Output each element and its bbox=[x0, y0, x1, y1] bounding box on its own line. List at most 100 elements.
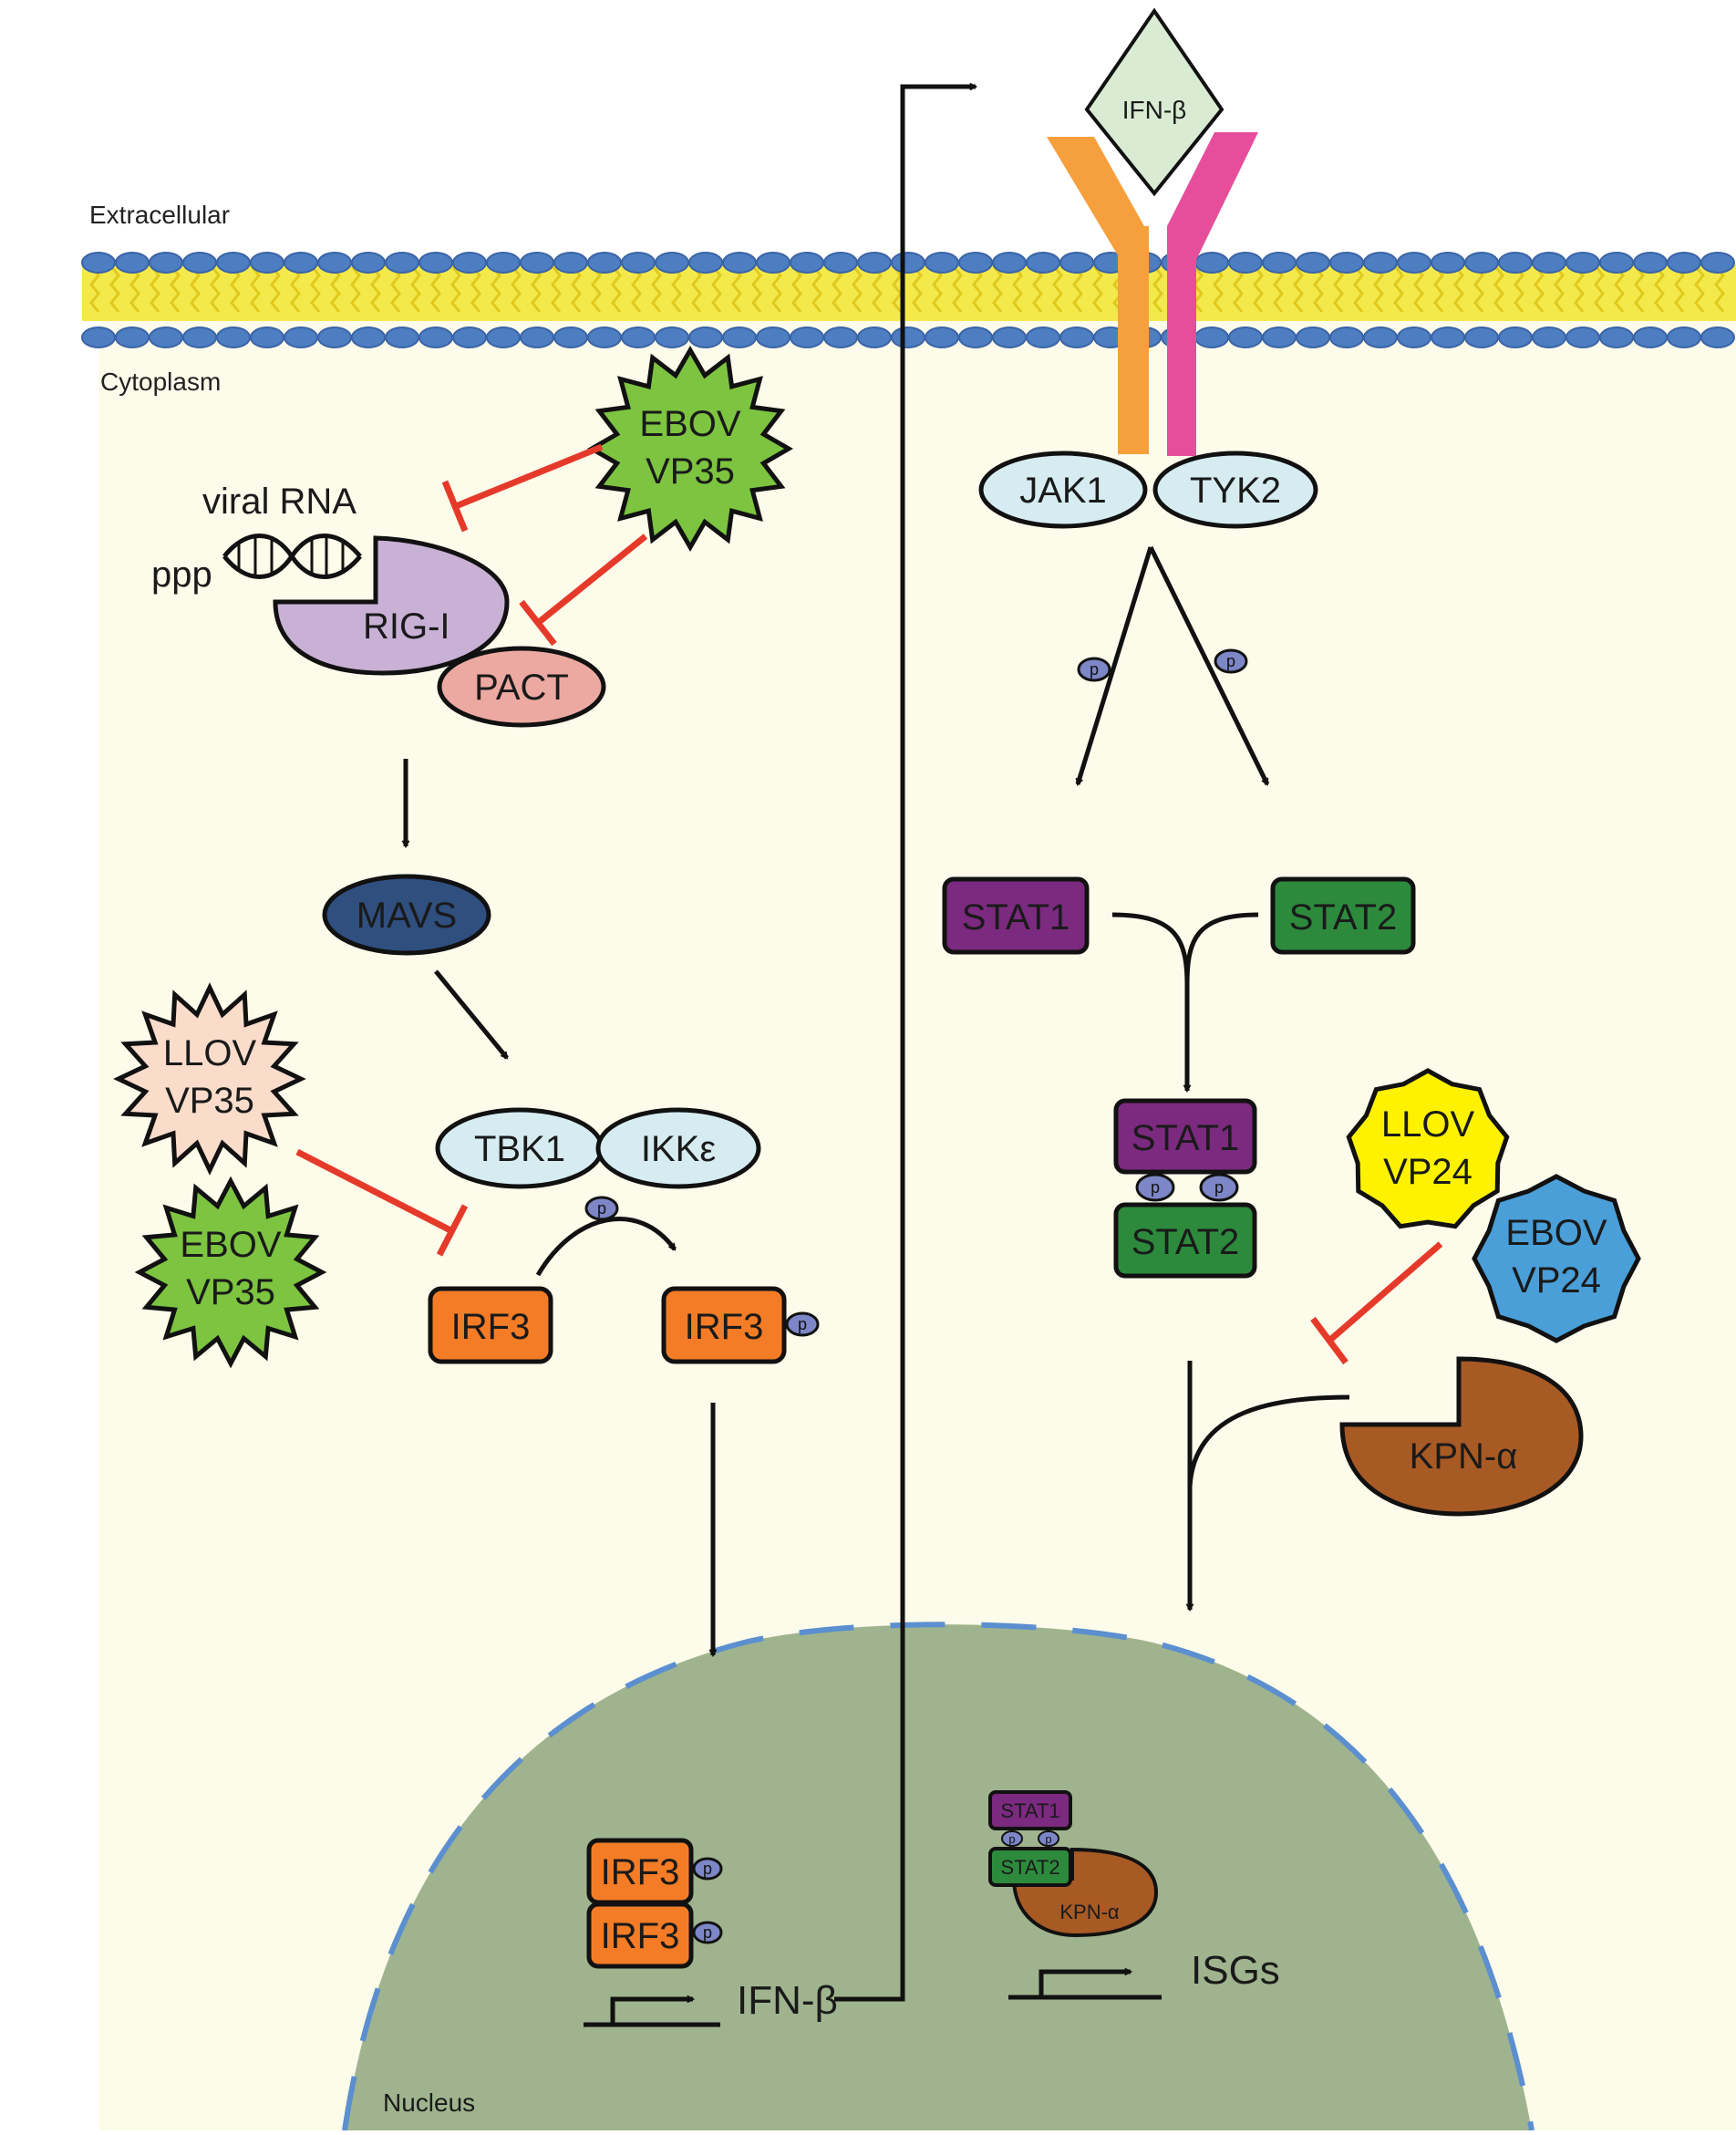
llov-vp35-line1: LLOV bbox=[163, 1033, 257, 1073]
inhibition-vp24-kpn bbox=[1310, 1241, 1443, 1365]
nucleus-label: Nucleus bbox=[383, 2088, 475, 2117]
ifn-receptor bbox=[1047, 132, 1258, 456]
arrow-mavs-to-tbk1 bbox=[434, 969, 509, 1058]
ppp-label: ppp bbox=[151, 554, 212, 595]
stat1-nuclear-label: STAT1 bbox=[1000, 1799, 1059, 1822]
nuclear-envelope bbox=[342, 1622, 1534, 2131]
svg-text:p: p bbox=[597, 1199, 606, 1218]
arrow-stat-dimerization bbox=[1111, 912, 1259, 1091]
inhibition-vp35-pact bbox=[519, 534, 648, 647]
ebov-vp24-line2: VP24 bbox=[1512, 1260, 1601, 1301]
ebov-vp35-top-line2: VP35 bbox=[646, 451, 735, 492]
svg-text:p: p bbox=[798, 1315, 807, 1333]
irf3-protein-left bbox=[428, 1286, 553, 1364]
cell-membrane bbox=[81, 252, 1736, 348]
phospho-marker-right-arrow: p bbox=[1214, 648, 1248, 674]
irf3-label-left: IRF3 bbox=[451, 1307, 531, 1347]
tyk2-protein bbox=[1152, 451, 1318, 529]
ifn-beta-ligand-label: IFN-β bbox=[1122, 96, 1187, 124]
kpn-alpha-protein bbox=[1339, 1356, 1584, 1517]
stat1-label: STAT1 bbox=[962, 897, 1070, 938]
inhibition-vp35-rna bbox=[441, 443, 604, 533]
llov-vp24-badge bbox=[1346, 1068, 1510, 1229]
svg-text:p: p bbox=[1008, 1832, 1015, 1846]
irf3-dimer-bottom-label: IRF3 bbox=[601, 1916, 680, 1956]
ifn-beta-ligand bbox=[1084, 7, 1224, 197]
phospho-marker-nuclear-left: p bbox=[1001, 1830, 1023, 1847]
stat2-dimer bbox=[1113, 1202, 1257, 1279]
viral-rna-label: viral RNA bbox=[202, 482, 356, 522]
pact-label: PACT bbox=[474, 668, 569, 708]
stat2-dimer-label: STAT2 bbox=[1132, 1222, 1240, 1262]
irf3-label-right: IRF3 bbox=[685, 1307, 764, 1347]
inhibition-vp35-irf3 bbox=[295, 1148, 469, 1257]
stat1-dimer bbox=[1113, 1098, 1257, 1175]
ifn-beta-gene-label: IFN-β bbox=[737, 1978, 838, 2023]
svg-text:p: p bbox=[1045, 1832, 1051, 1846]
mavs-label: MAVS bbox=[356, 896, 457, 936]
ebov-vp35-bottom-line2: VP35 bbox=[186, 1272, 275, 1312]
llov-vp35-line2: VP35 bbox=[165, 1081, 254, 1121]
stat2-nuclear bbox=[988, 1847, 1072, 1887]
phospho-marker-dimer-top: p bbox=[692, 1857, 723, 1881]
phospho-marker-tbk1: p bbox=[584, 1196, 619, 1221]
ebov-vp35-bottom-line1: EBOV bbox=[180, 1225, 281, 1265]
ebov-vp24-line1: EBOV bbox=[1505, 1213, 1607, 1253]
phospho-marker-stat-right: p bbox=[1199, 1173, 1239, 1202]
extracellular-background bbox=[0, 0, 1736, 237]
nucleus bbox=[345, 1624, 1532, 2130]
extracellular-label: Extracellular bbox=[89, 201, 230, 229]
rig-i-label: RIG-I bbox=[363, 606, 450, 647]
tyk2-label: TYK2 bbox=[1190, 471, 1281, 511]
ebov-vp35-top-line1: EBOV bbox=[639, 404, 740, 444]
phospho-marker-dimer-bottom: p bbox=[692, 1921, 723, 1944]
svg-text:p: p bbox=[1090, 660, 1099, 679]
ifn-beta-gene-promoter-icon bbox=[584, 1999, 720, 2027]
llov-vp24-line2: VP24 bbox=[1383, 1152, 1472, 1192]
stat1-protein bbox=[942, 876, 1090, 955]
svg-text:p: p bbox=[1226, 652, 1235, 670]
stat2-protein bbox=[1270, 876, 1416, 955]
svg-text:p: p bbox=[1214, 1178, 1224, 1197]
irf3-protein-right bbox=[661, 1286, 787, 1364]
arrow-irf3-phosphorylation bbox=[535, 1217, 677, 1277]
svg-text:p: p bbox=[703, 1923, 712, 1942]
jak1-protein bbox=[978, 451, 1148, 529]
viral-rna-helix-icon bbox=[222, 534, 362, 579]
kpn-alpha-label: KPN-α bbox=[1410, 1436, 1518, 1477]
svg-text:p: p bbox=[703, 1860, 712, 1878]
ebov-vp35-top-star bbox=[587, 346, 793, 552]
kpn-alpha-nuclear-label: KPN-α bbox=[1059, 1901, 1120, 1923]
cytoplasm-label: Cytoplasm bbox=[100, 368, 221, 396]
stat2-nuclear-label: STAT2 bbox=[1000, 1856, 1059, 1879]
ebov-vp35-bottom-star bbox=[134, 1176, 327, 1369]
arrow-jak-to-stat1 bbox=[1075, 546, 1153, 784]
tbk1-label: TBK1 bbox=[474, 1129, 565, 1169]
stat1-dimer-label: STAT1 bbox=[1132, 1118, 1240, 1158]
arrow-ifn-beta-secretion bbox=[834, 87, 976, 2002]
mavs-protein bbox=[322, 874, 491, 956]
pact-protein bbox=[437, 646, 606, 728]
svg-text:p: p bbox=[1151, 1178, 1160, 1197]
phospho-marker-irf3: p bbox=[785, 1311, 820, 1337]
llov-vp24-line1: LLOV bbox=[1381, 1104, 1475, 1145]
phospho-marker-stat-left: p bbox=[1135, 1173, 1175, 1202]
arrow-jak-to-stat2 bbox=[1148, 545, 1270, 784]
ikke-protein bbox=[595, 1107, 761, 1189]
ebov-vp24-badge bbox=[1472, 1174, 1641, 1343]
isg-gene-promoter-icon bbox=[1008, 1972, 1162, 2000]
irf3-dimer-bottom bbox=[586, 1902, 694, 1969]
phospho-marker-left-arrow: p bbox=[1077, 657, 1111, 682]
irf3-dimer-top-label: IRF3 bbox=[601, 1852, 680, 1892]
stat1-nuclear bbox=[988, 1790, 1072, 1830]
ikke-label: IKKε bbox=[641, 1129, 716, 1169]
rig-i-protein bbox=[273, 535, 510, 676]
kpn-alpha-nuclear bbox=[1011, 1847, 1159, 1938]
kpn-join-line bbox=[1187, 1394, 1350, 1487]
stat2-label: STAT2 bbox=[1289, 897, 1398, 938]
llov-vp35-star bbox=[113, 982, 306, 1176]
isgs-label: ISGs bbox=[1191, 1948, 1280, 1993]
jak1-label: JAK1 bbox=[1019, 471, 1107, 511]
